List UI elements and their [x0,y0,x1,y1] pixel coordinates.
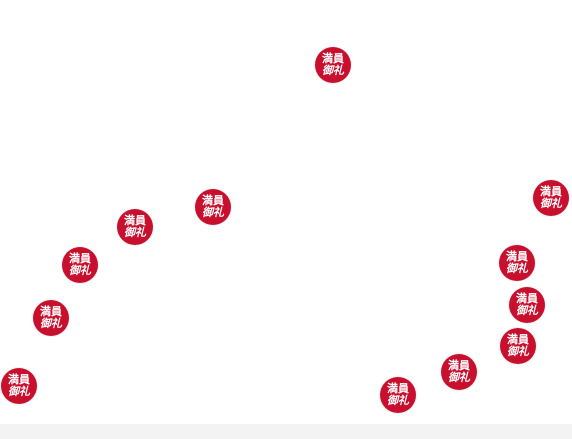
sold-out-badge[interactable]: 満員 御礼 [195,189,231,225]
sold-out-badge[interactable]: 満員 御礼 [315,47,351,83]
badge-line-1: 満員 [540,185,562,198]
badge-line-1: 満員 [202,194,224,207]
badge-line-1: 満員 [448,359,470,372]
sold-out-badge[interactable]: 満員 御礼 [500,328,536,364]
sold-out-badge[interactable]: 満員 御礼 [33,300,69,336]
badge-line-2: 御礼 [202,206,224,219]
badge-line-2: 御礼 [322,64,344,77]
sold-out-badge[interactable]: 満員 御礼 [499,245,535,281]
badge-line-2: 御礼 [124,226,146,239]
badge-line-1: 満員 [8,373,30,386]
badge-line-2: 御礼 [540,197,562,210]
sold-out-badge[interactable]: 満員 御礼 [533,180,569,216]
sold-out-badge[interactable]: 満員 御礼 [441,354,477,390]
badge-line-1: 満員 [387,382,409,395]
badge-line-1: 満員 [69,252,91,265]
bottom-band [0,424,572,439]
badge-line-1: 満員 [516,292,538,305]
badge-line-2: 御礼 [507,345,529,358]
badge-line-1: 満員 [124,214,146,227]
badge-line-2: 御礼 [506,262,528,275]
badge-line-2: 御礼 [40,317,62,330]
badge-line-2: 御礼 [387,394,409,407]
badge-line-2: 御礼 [516,304,538,317]
badge-line-1: 満員 [322,52,344,65]
sold-out-badge[interactable]: 満員 御礼 [380,377,416,413]
sold-out-badge[interactable]: 満員 御礼 [1,368,37,404]
badge-line-1: 満員 [507,333,529,346]
sold-out-badge[interactable]: 満員 御礼 [62,247,98,283]
sold-out-badge[interactable]: 満員 御礼 [117,209,153,245]
badge-line-1: 満員 [40,305,62,318]
badge-line-2: 御礼 [448,371,470,384]
badge-line-2: 御礼 [8,385,30,398]
badge-line-2: 御礼 [69,264,91,277]
sold-out-badge[interactable]: 満員 御礼 [509,287,545,323]
badge-line-1: 満員 [506,250,528,263]
